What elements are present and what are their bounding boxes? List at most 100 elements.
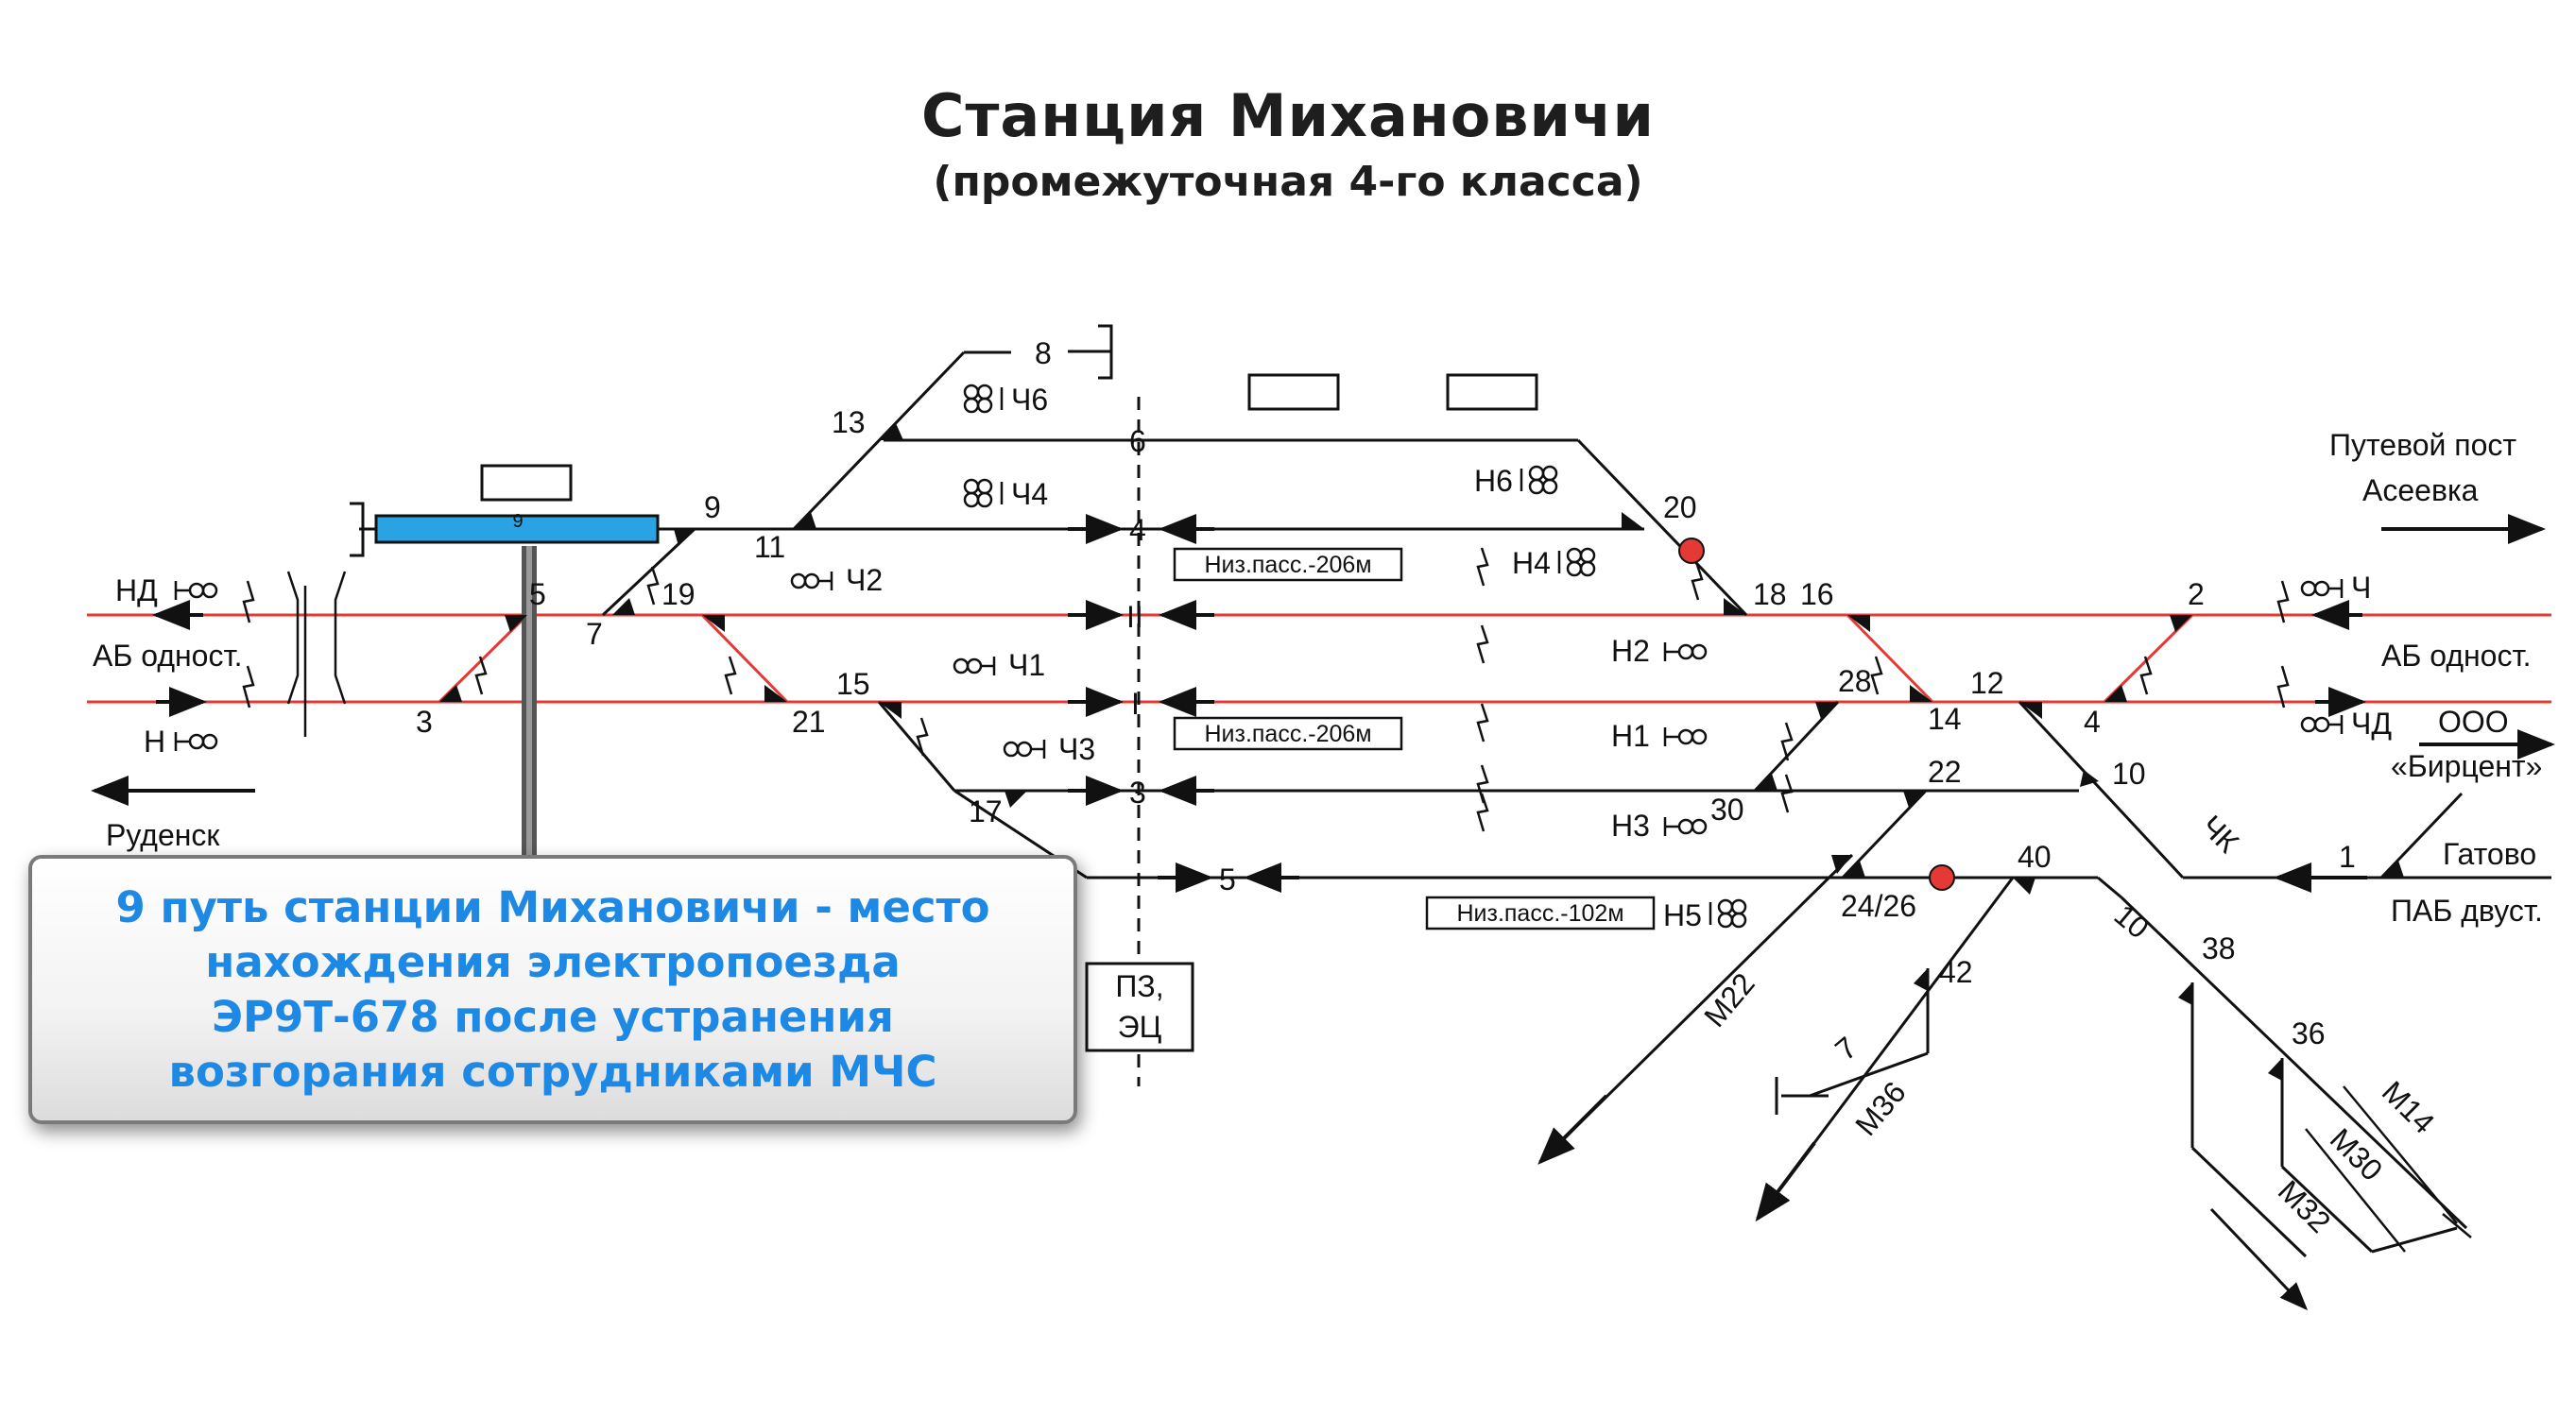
track-label-5: 5 (1219, 862, 1236, 896)
signal-label-n5: Н5 (1663, 898, 1702, 932)
separator-2 (242, 665, 255, 708)
title-block: Станция Михановичи (промежуточная 4-го к… (0, 81, 2576, 206)
signal-n5-icon (1709, 898, 1747, 929)
separator-12 (1691, 561, 1704, 601)
signal-ch2-icon (790, 572, 833, 590)
switch-label-38: 38 (2202, 931, 2236, 965)
post-building (1085, 962, 1194, 1052)
branch-40 (2097, 876, 2122, 899)
signal-label-ch6: Ч6 (1011, 383, 1048, 417)
signal-label-ch4: Ч4 (1011, 477, 1048, 511)
switch-label-36: 36 (2292, 1016, 2326, 1050)
post-line1: ПЗ, (1115, 969, 1163, 1003)
switch-label-19: 19 (661, 577, 696, 611)
platforms: Низ.пасс.-206м Низ.пасс.-206м Низ.пасс.-… (1173, 547, 1656, 930)
label-ab-right: АБ одност. (2381, 639, 2531, 673)
platform-2-label: Низ.пасс.-206м (1204, 721, 1371, 747)
switch-label-9: 9 (704, 490, 721, 524)
switch-4-marker (2104, 685, 2127, 702)
crossover-16-14 (1846, 613, 1934, 704)
switch-7-marker (612, 598, 635, 615)
label-pab: ПАБ двуст. (2391, 894, 2543, 928)
switch-3-marker (439, 685, 462, 702)
direction-arrows (91, 514, 2555, 1311)
signal-n3-icon (1663, 817, 1708, 836)
track-9-highlight (374, 514, 660, 544)
signal-ch6-icon (963, 384, 1004, 414)
switch-22-marker (1903, 791, 1926, 808)
yard-diag-2 (2305, 1128, 2406, 1253)
separator-3 (474, 656, 488, 695)
switch-14-marker (1910, 685, 1932, 702)
switch-label-28: 28 (1838, 664, 1872, 698)
page-subtitle: (промежуточная 4-го класса) (933, 158, 1643, 206)
label-ab-left: АБ одност. (93, 639, 242, 673)
switch-10-marker (2080, 770, 2099, 787)
track-label-10-bottom: 10 (2108, 897, 2155, 945)
signal-chd-icon (2300, 715, 2344, 734)
left-gate-b (334, 571, 347, 705)
branch-15-17 (877, 701, 956, 792)
building-track6-a (1247, 373, 1340, 411)
switch-label-2: 2 (2188, 577, 2205, 611)
label-gatovo: Гатово (2443, 837, 2536, 871)
switch-17-marker (1005, 791, 1027, 808)
signal-label-n3: Н3 (1611, 809, 1650, 843)
switch-19-marker (702, 615, 725, 632)
label-birtsent: «Бирцент» (2391, 749, 2542, 783)
platform-2 (1173, 716, 1403, 751)
label-rudensk: Руденск (106, 818, 220, 852)
callout-box: 9 путь станции Михановичи - место нахожд… (28, 855, 1077, 1124)
direction-labels: АБ одност. Руденск Путевой пост Асеевка … (93, 428, 2543, 928)
switch-2426-marker (1843, 861, 1865, 878)
switch-13-marker (881, 423, 903, 440)
signal-ch4-icon (963, 478, 1004, 508)
signal-nd-icon (174, 581, 218, 600)
yard-diag-1 (2343, 1085, 2458, 1224)
buildings (480, 373, 1538, 502)
track-9-buffer (350, 502, 365, 557)
branch-38-diag (2190, 1146, 2308, 1258)
switch-2426b-marker (1831, 855, 1852, 874)
switch-label-11: 11 (754, 530, 785, 564)
separator-6 (916, 717, 929, 757)
switch-label-30: 30 (1710, 793, 1744, 827)
track-label-7: 7 (1829, 1030, 1863, 1067)
building-track9 (480, 464, 573, 502)
yard-end-tick (2442, 1213, 2472, 1238)
switch-label-22: 22 (1928, 755, 1962, 789)
switch-21-marker (764, 685, 787, 702)
switch-label-40: 40 (2018, 840, 2052, 874)
platform-3 (1425, 896, 1656, 930)
separator-13 (1870, 656, 1883, 695)
signal-label-m30: М30 (2324, 1121, 2389, 1187)
track-6-right-branch (1576, 438, 1748, 617)
crossover-28-30 (1753, 700, 1840, 793)
separator-5 (724, 656, 737, 695)
switch-16-marker (1847, 615, 1870, 632)
signal-label-n: Н (144, 725, 165, 759)
signal-label-n1: Н1 (1611, 719, 1650, 753)
switch-42-marker (1914, 968, 1928, 991)
arrow-m36 (1755, 1141, 1816, 1222)
separator-14 (1780, 722, 1794, 761)
separator-8 (1476, 624, 1489, 664)
switch-label-17: 17 (969, 794, 1003, 828)
separator-7 (1476, 547, 1489, 587)
switch-label-42: 42 (1939, 955, 1973, 989)
separator-11 (1476, 793, 1489, 832)
switch-1-marker (2381, 861, 2404, 878)
signal-label-m32: М32 (2272, 1173, 2337, 1238)
switch-label-3: 3 (416, 705, 433, 739)
track-label-8: 8 (1035, 336, 1052, 370)
separator-16 (2276, 580, 2290, 623)
signal-n4-icon (1557, 547, 1596, 577)
switch-label-21: 21 (792, 705, 826, 739)
signal-ch1-icon (953, 657, 996, 675)
switch-20-marker (1622, 512, 1644, 529)
switch-36-marker (2268, 1058, 2282, 1081)
track-label-II: II (1126, 600, 1143, 634)
track-label-I: I (1131, 687, 1140, 721)
signal-label-chk: ЧК (2194, 809, 2245, 860)
separator-1 (242, 580, 255, 623)
